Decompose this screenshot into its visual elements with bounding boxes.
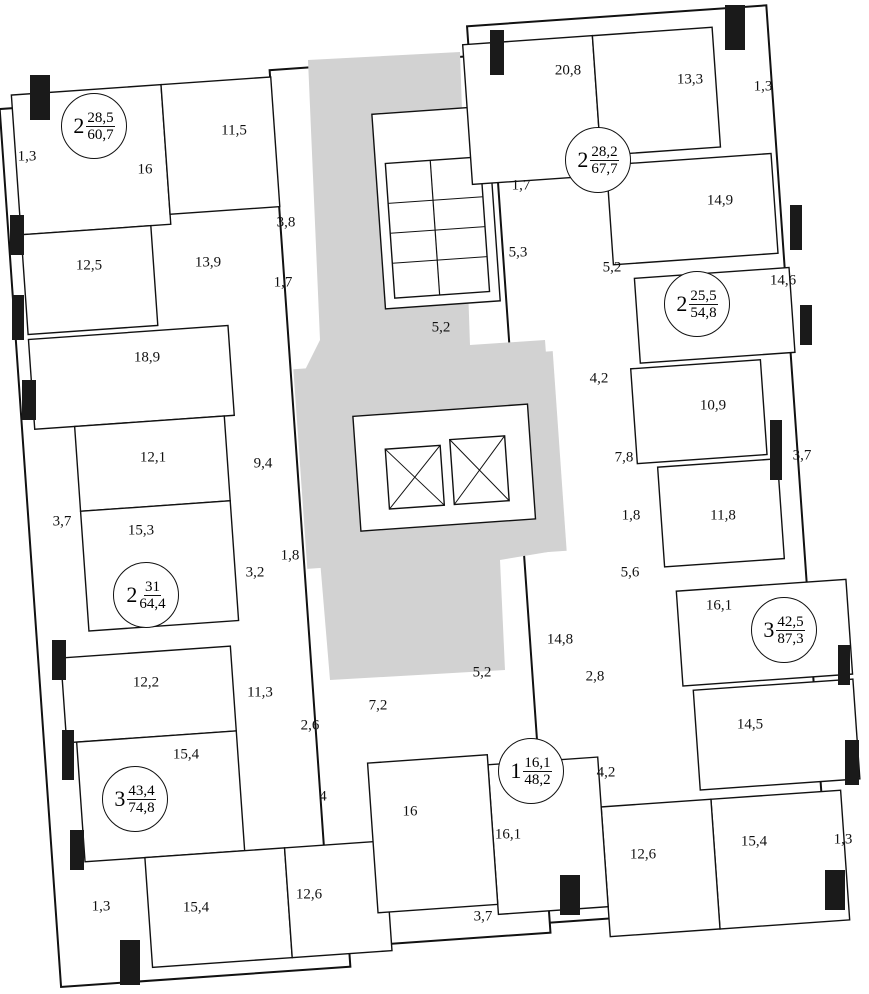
- apartment-total-area: 67,7: [591, 160, 618, 177]
- balcony-area-label: 1,3: [753, 78, 773, 95]
- facade-walls: [10, 5, 859, 985]
- apartment-living-area: 16,1: [523, 754, 552, 772]
- room-area-label: 4,2: [596, 764, 616, 781]
- apartment-rooms: 2: [126, 582, 138, 607]
- room-area-label: 13,9: [194, 254, 222, 271]
- room-area-label: 3,8: [276, 214, 296, 231]
- room-area-label: 1,8: [280, 547, 300, 564]
- apartment-total-area: 87,3: [777, 630, 804, 647]
- balcony-area-label: 3,7: [792, 447, 812, 464]
- stair-elevator-block: [352, 105, 537, 532]
- balcony-area-label: 1,3: [833, 831, 853, 848]
- room-area-label: 5,6: [620, 564, 640, 581]
- room-area-label: 1,7: [511, 177, 531, 194]
- room-area-label: 16,1: [705, 597, 733, 614]
- apartment-total-area: 64,4: [139, 595, 166, 612]
- room-area-label: 1,8: [621, 507, 641, 524]
- apartment-living-area: 31: [144, 578, 161, 596]
- room-area-label: 5,2: [602, 259, 622, 276]
- balcony-area-label: 3,7: [473, 908, 493, 925]
- room-area-label: 15,4: [182, 899, 210, 916]
- room-area-label: 5,2: [431, 319, 451, 336]
- room-area-label: 9,4: [253, 455, 273, 472]
- balcony-area-label: 1,3: [17, 148, 37, 165]
- apartment-rooms: 3: [763, 617, 775, 642]
- room-area-label: 15,4: [740, 833, 768, 850]
- apartment-total-area: 60,7: [87, 126, 114, 143]
- balcony-area-label: 3,7: [52, 513, 72, 530]
- apartment-living-area: 42,5: [776, 613, 805, 631]
- apartment-total-area: 48,2: [524, 771, 551, 788]
- room-area-label: 10,9: [699, 397, 727, 414]
- room-area-label: 2,8: [585, 668, 605, 685]
- room-area-label: 2,6: [300, 717, 320, 734]
- room-area-label: 14,8: [546, 631, 574, 648]
- apartment-rooms: 2: [73, 113, 85, 138]
- room-area-label: 7,2: [368, 697, 388, 714]
- room-area-label: 16,1: [494, 826, 522, 843]
- apartment-living-area: 43,4: [127, 782, 156, 800]
- room-area-label: 16: [137, 161, 153, 178]
- room-area-label: 11,5: [221, 122, 247, 139]
- room-area-label: 3,2: [245, 564, 265, 581]
- apartment-living-area: 28,5: [86, 109, 115, 127]
- room-area-label: 12,6: [629, 846, 657, 863]
- room-area-label: 12,6: [295, 886, 323, 903]
- room-area-label: 5,3: [508, 244, 528, 261]
- room-area-label: 12,5: [75, 257, 103, 274]
- room-area-label: 4,2: [589, 370, 609, 387]
- apartment-rooms: 3: [114, 786, 126, 811]
- room-area-label: 7,8: [614, 449, 634, 466]
- room-area-label: 15,3: [127, 522, 155, 539]
- apartment-living-area: 25,5: [689, 287, 718, 305]
- room-area-label: 20,8: [554, 62, 582, 79]
- apartment-rooms: 1: [510, 758, 522, 783]
- apartment-rooms: 2: [577, 147, 589, 172]
- room-area-label: 11,3: [247, 684, 273, 701]
- room-area-label: 1,7: [273, 274, 293, 291]
- room-area-label: 14,9: [706, 192, 734, 209]
- room-area-label: 12,1: [139, 449, 167, 466]
- room-area-label: 4: [319, 788, 327, 805]
- room-area-label: 16: [402, 803, 418, 820]
- balcony-area-label: 1,3: [91, 898, 111, 915]
- apartment-living-area: 28,2: [590, 143, 619, 161]
- room-area-label: 14,6: [769, 272, 797, 289]
- room-area-label: 11,8: [710, 507, 736, 524]
- room-area-label: 15,4: [172, 746, 200, 763]
- apartment-rooms: 2: [676, 291, 688, 316]
- room-area-label: 13,3: [676, 71, 704, 88]
- room-area-label: 18,9: [133, 349, 161, 366]
- room-area-label: 12,2: [132, 674, 160, 691]
- apartment-total-area: 74,8: [128, 799, 155, 816]
- room-area-label: 5,2: [472, 664, 492, 681]
- room-area-label: 14,5: [736, 716, 764, 733]
- apartment-total-area: 54,8: [690, 304, 717, 321]
